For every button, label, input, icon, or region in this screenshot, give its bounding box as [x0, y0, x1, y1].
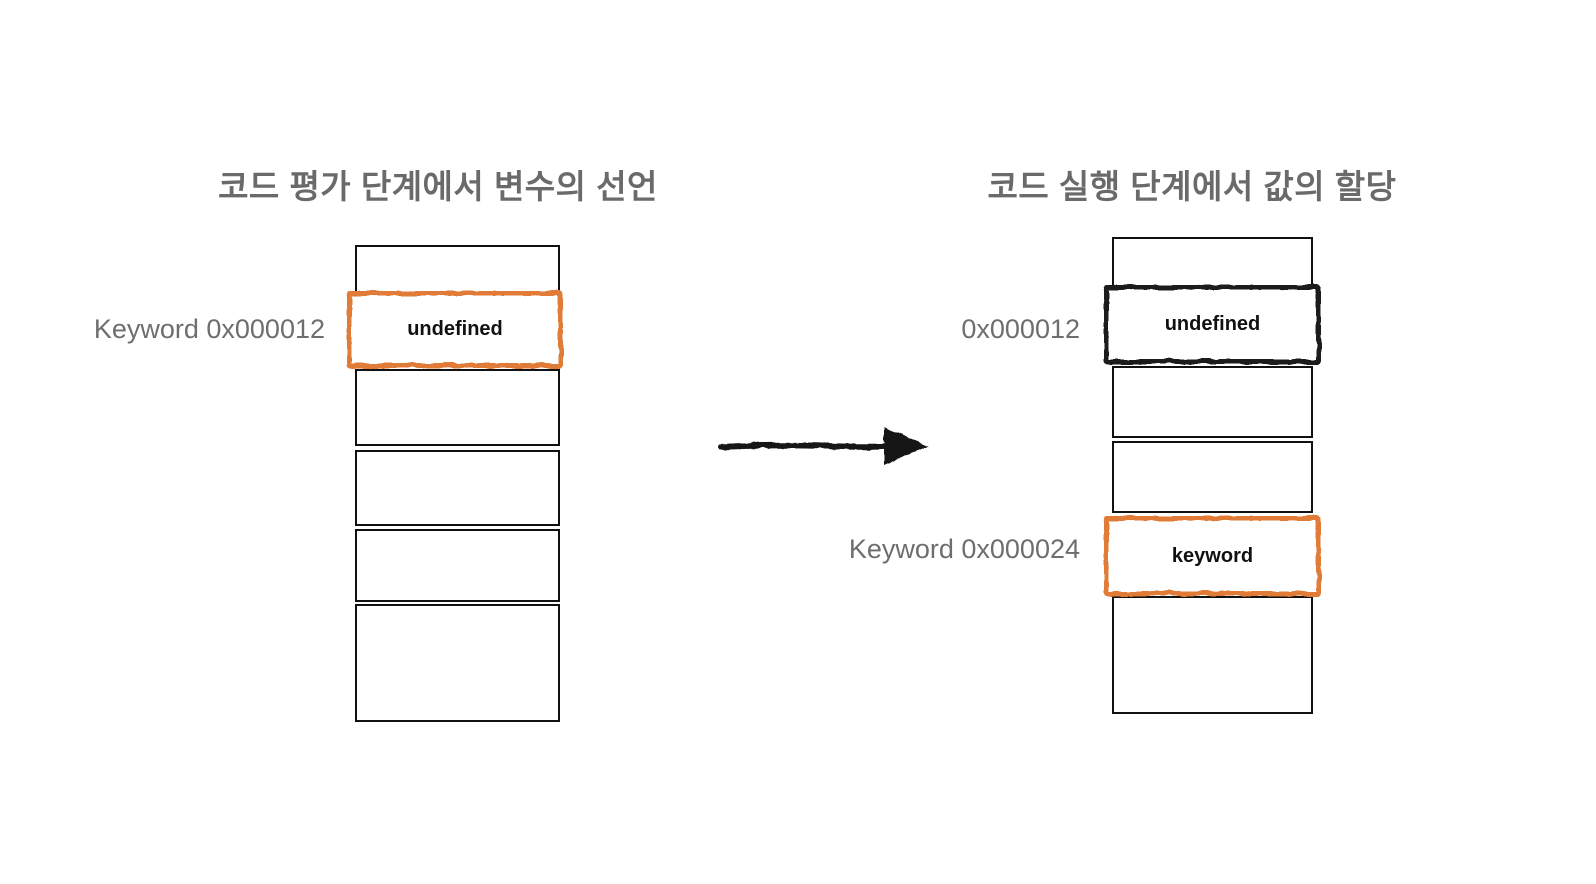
- left-diagram-title: 코드 평가 단계에서 변수의 선언: [218, 168, 658, 205]
- right-arrow-icon: [712, 415, 934, 481]
- highlighted-cell-keyword: keyword: [1104, 516, 1321, 596]
- right-undefined-address-label: 0x000012: [961, 314, 1080, 344]
- cell-value: undefined: [1164, 313, 1261, 335]
- memory-cell: [1112, 366, 1313, 438]
- memory-cell: [355, 245, 560, 294]
- right-diagram-title: 코드 실행 단계에서 값의 할당: [987, 168, 1397, 205]
- highlighted-cell-undefined: undefined: [347, 291, 563, 368]
- memory-cell: [1112, 441, 1313, 513]
- right-keyword-address-label: Keyword 0x000024: [848, 534, 1080, 564]
- left-address-label: Keyword 0x000012: [93, 314, 325, 344]
- cell-value: undefined: [407, 318, 503, 340]
- memory-cell: [355, 604, 560, 722]
- memory-cell: [355, 450, 560, 526]
- memory-cell: [1112, 237, 1313, 287]
- memory-cell: [355, 369, 560, 446]
- highlighted-cell-undefined-black: undefined: [1104, 285, 1321, 364]
- memory-cell: [355, 529, 560, 602]
- memory-cell: [1112, 596, 1313, 714]
- cell-value: keyword: [1171, 544, 1254, 567]
